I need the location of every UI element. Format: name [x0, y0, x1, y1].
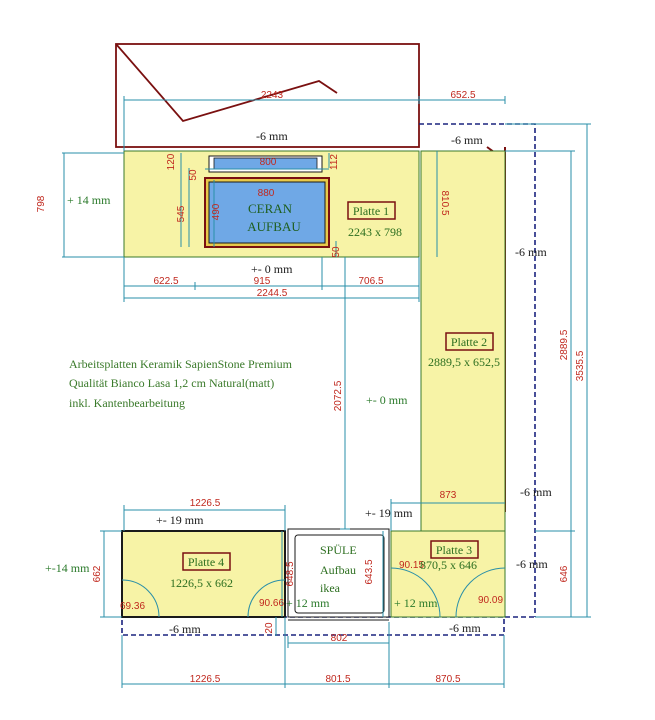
- platte-3-label: Platte 3 870,5 x 646: [420, 540, 479, 572]
- note-pm0-vert: +- 0 mm: [366, 393, 408, 407]
- dim-50-bottom: 50: [331, 246, 342, 258]
- ceran-line-2: AUFBAU: [247, 219, 301, 234]
- dim-915: 915: [254, 276, 271, 287]
- dim-2889-5: 2889.5: [559, 329, 570, 360]
- dim-706-5: 706.5: [358, 276, 383, 287]
- dim-880: 880: [258, 188, 275, 199]
- sink-line-2: Aufbau: [320, 563, 356, 577]
- dim-90-09: 90.09: [478, 595, 503, 606]
- arc-plate3-right: [455, 567, 506, 618]
- svg-text:2243 x 798: 2243 x 798: [348, 225, 402, 239]
- note-minus6-side: -6 mm: [515, 245, 547, 259]
- dim-800: 800: [260, 157, 277, 168]
- note-minus6-top: -6 mm: [256, 129, 288, 143]
- dim-69-36: 69.36: [120, 601, 145, 612]
- dim-810-5: 810.5: [439, 190, 450, 215]
- note-minus6-right-bot: -6 mm: [516, 557, 548, 571]
- note-minus6-side2: -6 mm: [520, 485, 552, 499]
- svg-text:Platte 4: Platte 4: [188, 555, 224, 569]
- sink-line-1: SPÜLE: [320, 543, 357, 557]
- dim-50-top: 50: [188, 169, 199, 181]
- platte-1-label: Platte 1 2243 x 798: [347, 201, 402, 239]
- arc-plate4-right: [247, 579, 286, 618]
- dim-120: 120: [166, 153, 177, 170]
- ceran-line-1: CERAN: [248, 201, 293, 216]
- dimension-lines: [62, 96, 591, 688]
- svg-text:Platte 1: Platte 1: [353, 204, 389, 218]
- sink-area: [287, 528, 390, 621]
- note-minus6-right-top: -6 mm: [451, 133, 483, 147]
- description-line-3: inkl. Kantenbearbeitung: [69, 396, 185, 410]
- dim-top-2243: 2243: [261, 90, 284, 101]
- dim-873: 873: [440, 490, 457, 501]
- top-wall-element: [115, 43, 420, 148]
- dim-643-5: 643.5: [364, 559, 375, 584]
- dim-1226-5-bottom: 1226.5: [190, 674, 221, 685]
- dim-2244-5: 2244.5: [257, 288, 288, 299]
- dim-646: 646: [559, 565, 570, 582]
- note-minus6-bot-left: -6 mm: [169, 622, 201, 636]
- note-plus12-left: + 12 mm: [286, 596, 330, 610]
- dim-90-15: 90.15: [399, 560, 424, 571]
- note-plus12-right: + 12 mm: [394, 596, 438, 610]
- dim-490: 490: [211, 203, 222, 220]
- arc-left: [121, 579, 160, 618]
- note-pm19-left: +- 19 mm: [156, 513, 204, 527]
- description-line-1: Arbeitsplatten Keramik SapienStone Premi…: [69, 357, 293, 371]
- dim-802: 802: [331, 633, 348, 644]
- dim-801-5: 801.5: [325, 674, 350, 685]
- platte-4-shape: [121, 530, 286, 618]
- platte-2-label: Platte 2 2889,5 x 652,5: [428, 332, 500, 369]
- arc-plate3-left: [390, 567, 441, 618]
- svg-text:1226,5 x 662: 1226,5 x 662: [170, 576, 233, 590]
- dim-3535-5: 3535.5: [575, 350, 586, 381]
- note-minus6-bot-right: -6 mm: [449, 621, 481, 635]
- dim-2072-5: 2072.5: [333, 380, 344, 411]
- note-pm19-right: +- 19 mm: [365, 506, 413, 520]
- svg-text:Platte 2: Platte 2: [451, 335, 487, 349]
- svg-text:2889,5 x 652,5: 2889,5 x 652,5: [428, 355, 500, 369]
- svg-text:870,5 x 646: 870,5 x 646: [420, 558, 477, 572]
- dim-top-652-5: 652.5: [450, 90, 475, 101]
- dim-20: 20: [264, 622, 275, 634]
- dim-648-5: 648.5: [285, 561, 296, 586]
- svg-text:Platte 3: Platte 3: [436, 543, 472, 557]
- note-pm0-mid: +- 0 mm: [251, 262, 293, 276]
- dim-90-66: 90.66: [259, 598, 284, 609]
- sink-line-3: ikea: [320, 581, 341, 595]
- platte-2-shape: [420, 150, 506, 532]
- cooktop-recess: [204, 155, 330, 248]
- dim-1226-5-top: 1226.5: [190, 498, 221, 509]
- note-plus14: + 14 mm: [67, 193, 111, 207]
- dim-870-5: 870.5: [435, 674, 460, 685]
- dim-622-5: 622.5: [153, 276, 178, 287]
- dim-112: 112: [329, 154, 340, 170]
- description-line-2: Qualität Bianco Lasa 1,2 cm Natural(matt…: [69, 376, 274, 390]
- dim-662: 662: [92, 565, 103, 582]
- note-pm14-left: +-14 mm: [45, 561, 90, 575]
- dim-545: 545: [176, 205, 187, 222]
- platte-3-shape: [390, 530, 506, 618]
- dim-798: 798: [36, 195, 47, 212]
- platte-4-label: Platte 4 1226,5 x 662: [170, 552, 233, 590]
